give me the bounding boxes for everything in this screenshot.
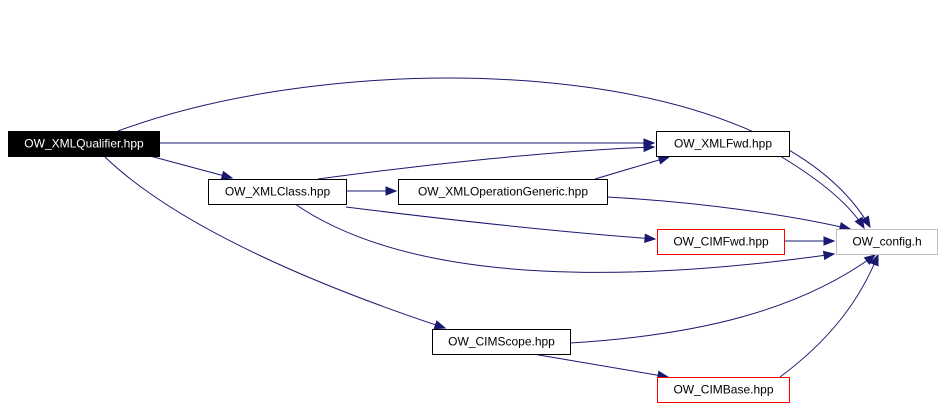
edge-line [103,155,446,329]
edge-ow_xmlqualifier-to-ow_cimscope [103,155,447,330]
node-ow_xmlclass[interactable]: OW_XMLClass.hpp [208,179,347,205]
arrowhead [863,254,877,266]
node-ow_xmloperationgeneric[interactable]: OW_XMLOperationGeneric.hpp [398,179,608,205]
node-label: OW_XMLOperationGeneric.hpp [418,185,588,199]
arrowhead [220,170,234,180]
edge-ow_cimfwd-to-ow_config [784,236,836,246]
edge-line [149,155,233,179]
edge-ow_xmlclass-to-ow_cimfwd [345,206,657,243]
node-box [432,329,571,355]
arrowhead [854,216,865,230]
edges-layer [103,77,879,380]
arrowhead [433,320,447,330]
arrowhead [385,186,398,196]
edge-line [594,156,670,180]
arrowhead [644,233,657,243]
node-box [8,131,160,157]
node-label: OW_config.h [852,235,921,249]
edge-ow_xmlclass-to-ow_config [294,203,836,273]
node-box [656,131,790,157]
arrowhead [860,215,871,229]
arrowhead [657,155,671,165]
node-box [208,179,347,205]
edge-ow_xmloperationgeneric-to-ow_config [606,196,852,232]
node-box [398,179,608,205]
edge-ow_xmloperationgeneric-to-ow_xmlfwd [594,155,671,180]
edge-line [532,353,669,378]
edge-ow_cimscope-to-ow_config [569,254,877,344]
node-box [657,377,790,403]
node-box [657,229,785,255]
arrowhead [643,142,656,153]
node-box [836,229,938,255]
edge-line [779,254,879,378]
edge-ow_cimscope-to-ow_cimbase [532,353,670,380]
node-label: OW_XMLQualifier.hpp [24,137,144,151]
nodes-layer: OW_XMLQualifier.hpp OW_XMLFwd.hppOW_XMLCl… [8,131,938,403]
node-label: OW_CIMFwd.hpp [673,235,769,249]
node-ow_xmlqualifier[interactable]: OW_XMLQualifier.hpp [8,131,160,157]
node-label: OW_CIMBase.hpp [673,383,773,397]
edge-ow_xmlqualifier-to-ow_config [117,77,871,229]
node-ow_xmlfwd[interactable]: OW_XMLFwd.hpp [656,131,790,157]
edge-ow_xmlqualifier-to-ow_xmlclass [149,155,234,180]
arrowhead [822,250,836,261]
node-label: OW_XMLFwd.hpp [674,137,772,151]
edge-line [117,77,871,228]
edge-line [317,146,655,180]
edge-line [294,203,835,273]
node-label: OW_XMLClass.hpp [225,185,331,199]
edge-ow_xmlfwd-to-ow_config [779,155,865,230]
node-label: OW_CIMScope.hpp [448,335,555,349]
edge-ow_xmlqualifier-to-ow_xmlfwd [159,138,656,148]
node-ow_config[interactable]: OW_config.h [836,229,938,255]
node-ow_cimscope[interactable]: OW_CIMScope.hpp [432,329,571,355]
edge-ow_xmlclass-to-ow_xmlfwd [317,142,656,180]
node-ow_cimbase[interactable]: OW_CIMBase.hpp [657,377,790,403]
edge-ow_cimbase-to-ow_config [779,253,879,378]
edge-ow_xmlclass-to-ow_xmloperationgeneric [346,186,398,196]
arrowhead [823,236,836,246]
edge-line [345,206,656,240]
edge-line [569,254,876,344]
node-ow_cimfwd[interactable]: OW_CIMFwd.hpp [657,229,785,255]
edge-line [606,196,851,230]
arrowhead [869,253,879,267]
